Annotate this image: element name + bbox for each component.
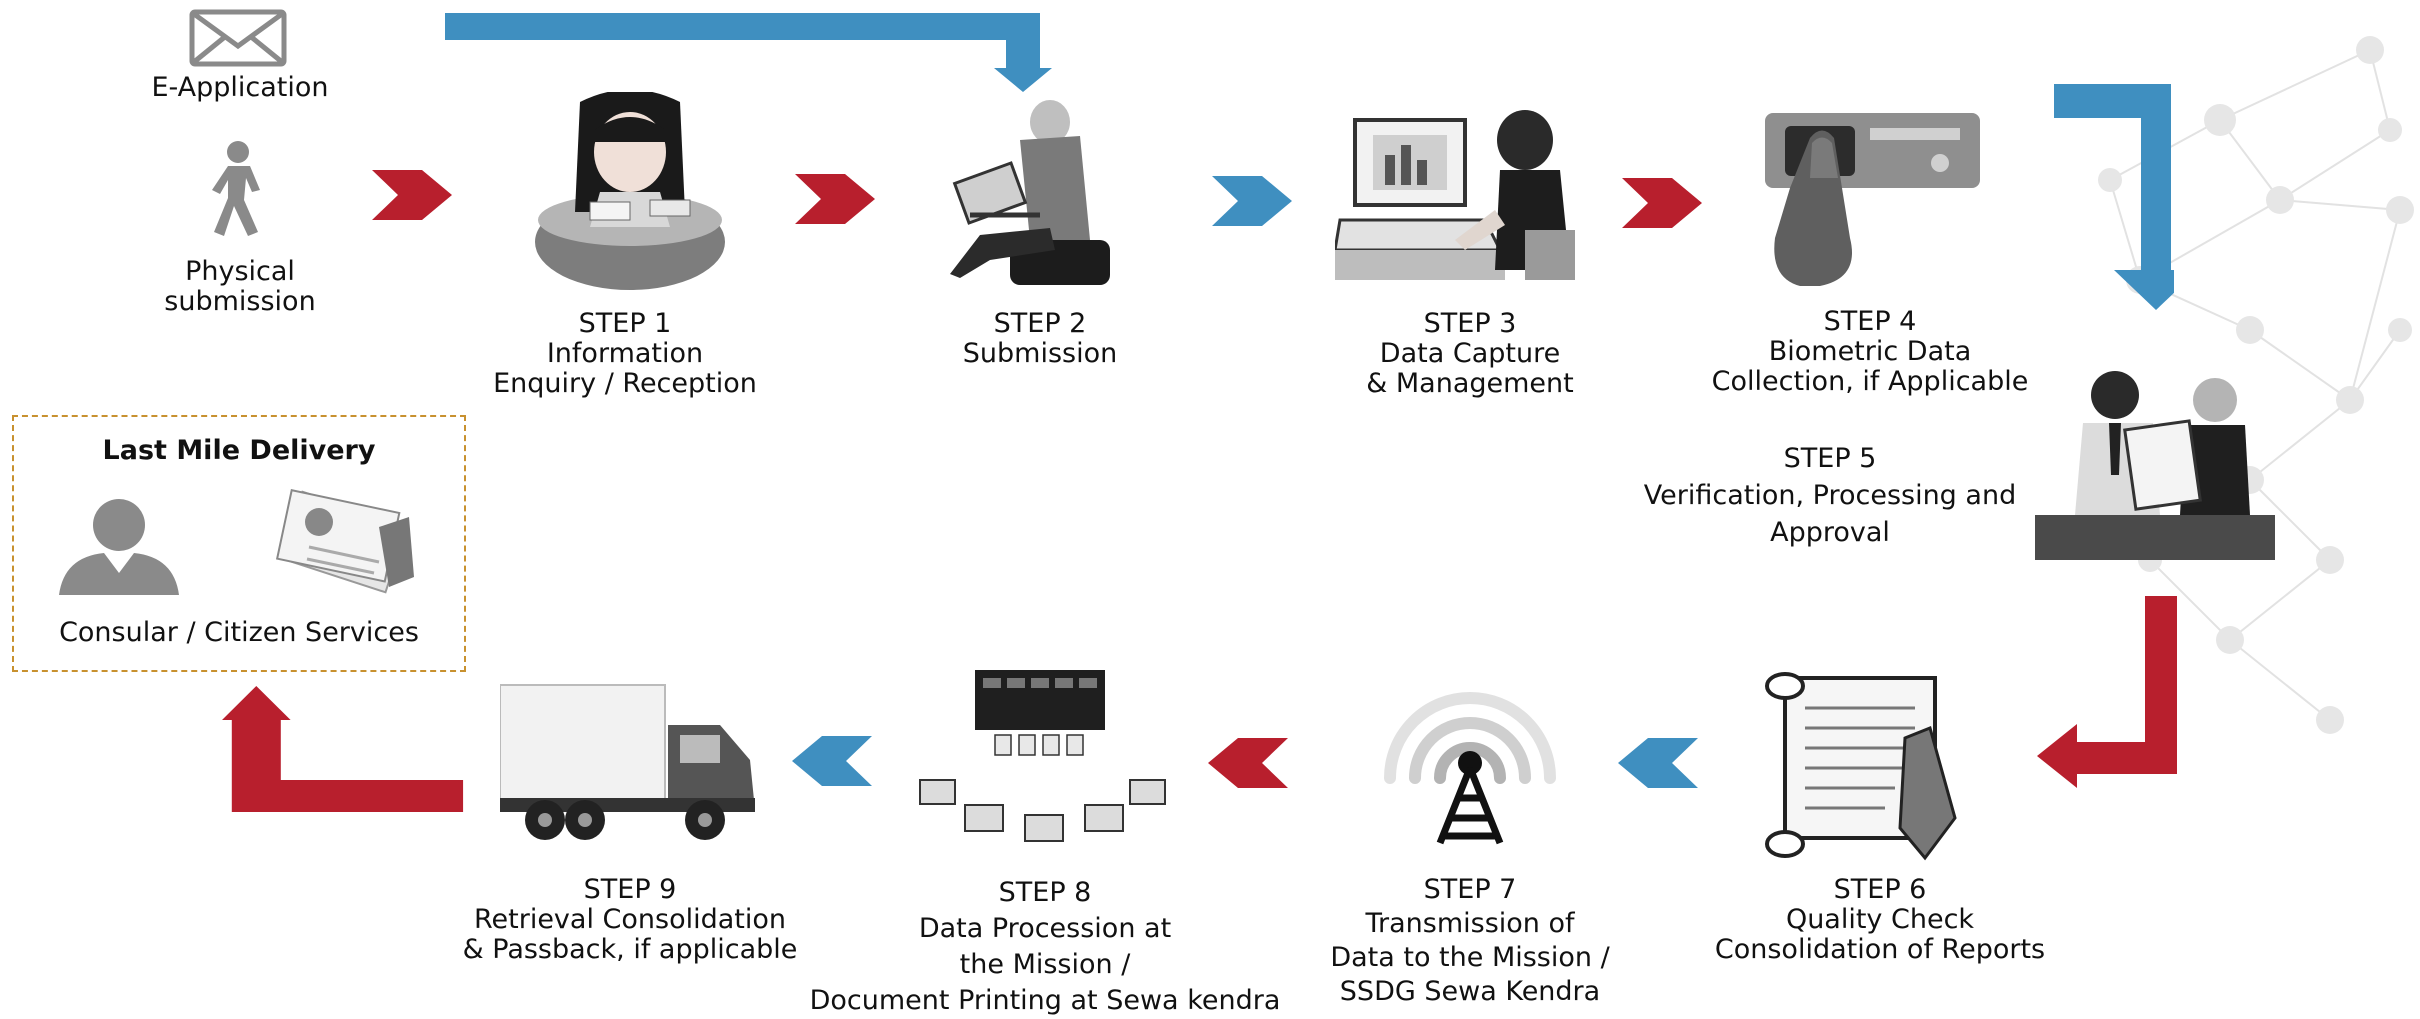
chevron-left-icon bbox=[1618, 738, 1698, 788]
step3-label: STEP 3 Data Capture & Management bbox=[1366, 308, 1574, 399]
transmission-tower-illustration bbox=[1384, 692, 1556, 845]
chevron-right-icon bbox=[372, 170, 452, 220]
step5-label: STEP 5 Verification, Processing and Appr… bbox=[1643, 443, 2017, 548]
step4-to-step5-arrow bbox=[2054, 84, 2174, 310]
delivery-truck-illustration bbox=[500, 684, 755, 840]
step8-label: STEP 8 Data Procession at the Mission / … bbox=[809, 877, 1281, 1016]
step9-to-last-mile-arrow bbox=[222, 686, 464, 812]
chevron-left-icon bbox=[792, 736, 872, 786]
chevron-left-icon bbox=[1208, 738, 1288, 788]
e-application-label: E-Application bbox=[151, 72, 329, 103]
step1-label: STEP 1 Information Enquiry / Reception bbox=[493, 308, 757, 399]
step2-label: STEP 2 Submission bbox=[962, 308, 1118, 369]
verification-team-illustration bbox=[2035, 371, 2275, 560]
last-mile-subtitle: Consular / Citizen Services bbox=[59, 617, 419, 648]
walking-person-icon bbox=[212, 141, 260, 236]
physical-submission-label: Physical submission bbox=[164, 256, 316, 317]
citizen-person-icon bbox=[59, 499, 179, 595]
step4-label: STEP 4 Biometric Data Collection, if App… bbox=[1711, 306, 2029, 397]
last-mile-title: Last Mile Delivery bbox=[102, 435, 376, 466]
receptionist-illustration bbox=[535, 92, 725, 290]
e-application-to-step2-arrow bbox=[445, 13, 1052, 92]
step5-to-step6-arrow bbox=[2037, 596, 2177, 788]
envelope-icon bbox=[189, 9, 287, 67]
documents-stack-icon bbox=[275, 488, 414, 594]
last-mile-delivery-box: Last Mile Delivery Consular / Citizen Se… bbox=[12, 415, 466, 672]
chevron-right-icon bbox=[1212, 176, 1292, 226]
chevron-right-icon bbox=[795, 174, 875, 224]
person-with-laptop-illustration bbox=[950, 100, 1110, 285]
chevron-right-icon bbox=[1622, 178, 1702, 228]
step7-label: STEP 7 Transmission of Data to the Missi… bbox=[1330, 874, 1610, 1007]
biometric-scanner-illustration bbox=[1765, 113, 1980, 286]
server-network-illustration bbox=[919, 670, 1166, 842]
step9-label: STEP 9 Retrieval Consolidation & Passbac… bbox=[462, 874, 798, 965]
data-entry-illustration bbox=[1335, 110, 1575, 280]
step6-label: STEP 6 Quality Check Consolidation of Re… bbox=[1714, 874, 2046, 965]
scroll-document-illustration bbox=[1765, 672, 1957, 861]
